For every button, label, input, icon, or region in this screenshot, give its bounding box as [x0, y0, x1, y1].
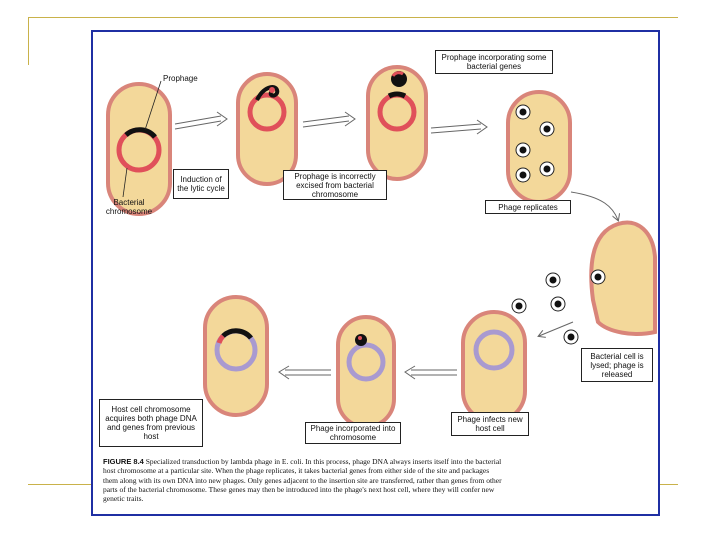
box-phage-replicates: Phage replicates	[485, 200, 571, 214]
cell-4	[506, 90, 572, 204]
caption-text: Specialized transduction by lambda phage…	[103, 457, 502, 504]
arrow-7	[278, 365, 331, 380]
cell-6-host-chromosome	[473, 329, 515, 371]
cell-8-integrated-phage	[221, 328, 253, 340]
arrow-3	[430, 119, 488, 135]
cell-4-phages	[515, 104, 555, 183]
figure-number: FIGURE 8.4	[103, 457, 144, 466]
cell-3	[366, 65, 428, 181]
cell-8-wall	[203, 295, 269, 417]
box-infects: Phage infects new host cell	[451, 412, 529, 436]
label-bacterial-chromosome: Bacterial chromosome	[105, 198, 153, 216]
cell-2-prophage-loop	[255, 85, 280, 101]
arrow-5	[539, 321, 574, 336]
cell-8	[203, 295, 269, 417]
box-incorrect-excision: Prophage is incorrectly excised from bac…	[283, 170, 387, 200]
cell-5-lysed	[545, 220, 657, 345]
box-incorporating: Prophage incorporating some bacterial ge…	[435, 50, 553, 74]
prophage-pointer	[144, 80, 162, 131]
cell-7	[336, 315, 396, 429]
arrow-2	[302, 111, 356, 128]
cell-3-phage-genes	[391, 71, 404, 77]
transduction-figure: Prophage Bacterial chromosome Induction …	[91, 30, 660, 516]
label-prophage: Prophage	[163, 74, 198, 83]
cell-1-wall	[106, 82, 172, 216]
box-lysis: Bacterial cell is lysed; phage is releas…	[581, 348, 653, 382]
arrow-4	[570, 191, 618, 220]
cell-2-chromosome	[247, 92, 287, 132]
box-incorporated: Phage incorporated into chromosome	[305, 422, 401, 444]
box-host-acquires: Host cell chromosome acquires both phage…	[99, 399, 203, 447]
box-induction: Induction of the lytic cycle	[173, 169, 229, 199]
cell-1	[106, 80, 172, 216]
cell-1-prophage	[124, 127, 157, 139]
cell-3-wall	[366, 65, 428, 181]
figure-caption: FIGURE 8.4 Specialized transduction by l…	[103, 457, 503, 503]
cell-3-gap	[387, 91, 407, 99]
cell-2	[236, 72, 298, 186]
slide-left-rule	[28, 17, 29, 65]
cell-7-phage	[355, 334, 367, 346]
slide-top-rule	[28, 17, 678, 18]
cell-8-donor-genes	[216, 334, 225, 344]
cell-7-host-chromosome	[346, 342, 386, 382]
chromosome-pointer	[122, 167, 128, 198]
diagram-canvas	[106, 65, 657, 429]
cell-5-wall	[589, 220, 657, 336]
cell-2-gene-spot	[269, 87, 275, 93]
arrow-6	[404, 365, 457, 380]
cell-6	[461, 298, 527, 424]
released-phages	[545, 269, 606, 345]
arrow-1	[174, 111, 228, 130]
cell-7-wall	[336, 315, 396, 429]
